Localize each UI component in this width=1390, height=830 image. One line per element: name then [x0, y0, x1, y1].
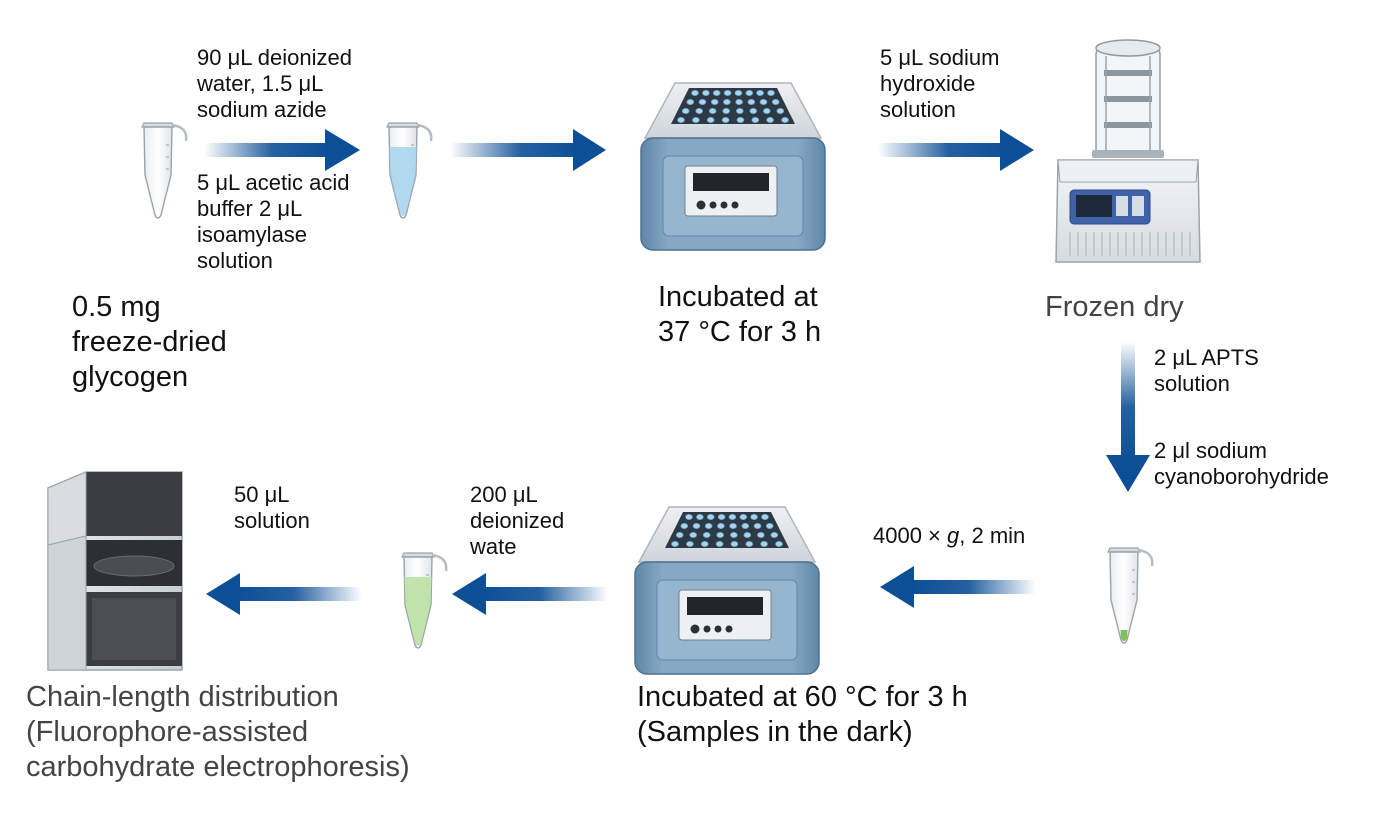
- reagent-buffer-enzyme-label: 5 μL acetic acid buffer 2 μL isoamylase …: [197, 170, 350, 273]
- reagent-water-azide-label: 90 μL deionized water, 1.5 μL sodium azi…: [197, 45, 352, 122]
- tube-green-pellet-icon: [1106, 546, 1154, 645]
- freeze-dryer-icon: [1055, 39, 1201, 263]
- heat-block-incubator-icon: [634, 506, 820, 675]
- tube-blue-liquid-icon: [385, 121, 433, 220]
- arrow-add-reagents: [204, 129, 360, 171]
- step-analysis-label: Chain-length distribution (Fluorophore-a…: [26, 681, 410, 783]
- electrophoresis-instrument-icon: [47, 471, 183, 671]
- step-freeze-dry-label: Frozen dry: [1045, 291, 1184, 323]
- tube-green-liquid-icon: [400, 551, 448, 650]
- step-incubation-1-label: Incubated at 37 °C for 3 h: [658, 281, 822, 348]
- heat-block-incubator-icon: [640, 82, 826, 251]
- centrifuge-condition-label: 4000 × g, 2 min: [873, 523, 1026, 548]
- step-sample-label: 0.5 mg freeze-dried glycogen: [72, 291, 227, 393]
- arrow-to-second-incubation: [880, 566, 1036, 608]
- arrow-to-dilution: [452, 573, 608, 615]
- step-incubation-2-label: Incubated at 60 °C for 3 h (Samples in t…: [637, 681, 968, 748]
- arrow-to-labeling: [1106, 342, 1150, 492]
- arrow-to-electrophoresis: [206, 573, 362, 615]
- reagent-injection-label: 50 μL solution: [234, 482, 310, 533]
- arrow-to-freeze-dry: [878, 129, 1034, 171]
- reagent-apts-label: 2 μL APTS solution: [1154, 345, 1259, 396]
- reagent-cyanoborohydride-label: 2 μl sodium cyanoborohydride: [1154, 438, 1329, 489]
- microcentrifuge-tube-icon: [140, 121, 188, 220]
- reagent-naoh-label: 5 μL sodium hydroxide solution: [880, 45, 1000, 122]
- reagent-water-dilute-label: 200 μL deionized wate: [470, 482, 565, 559]
- arrow-to-incubation: [450, 129, 606, 171]
